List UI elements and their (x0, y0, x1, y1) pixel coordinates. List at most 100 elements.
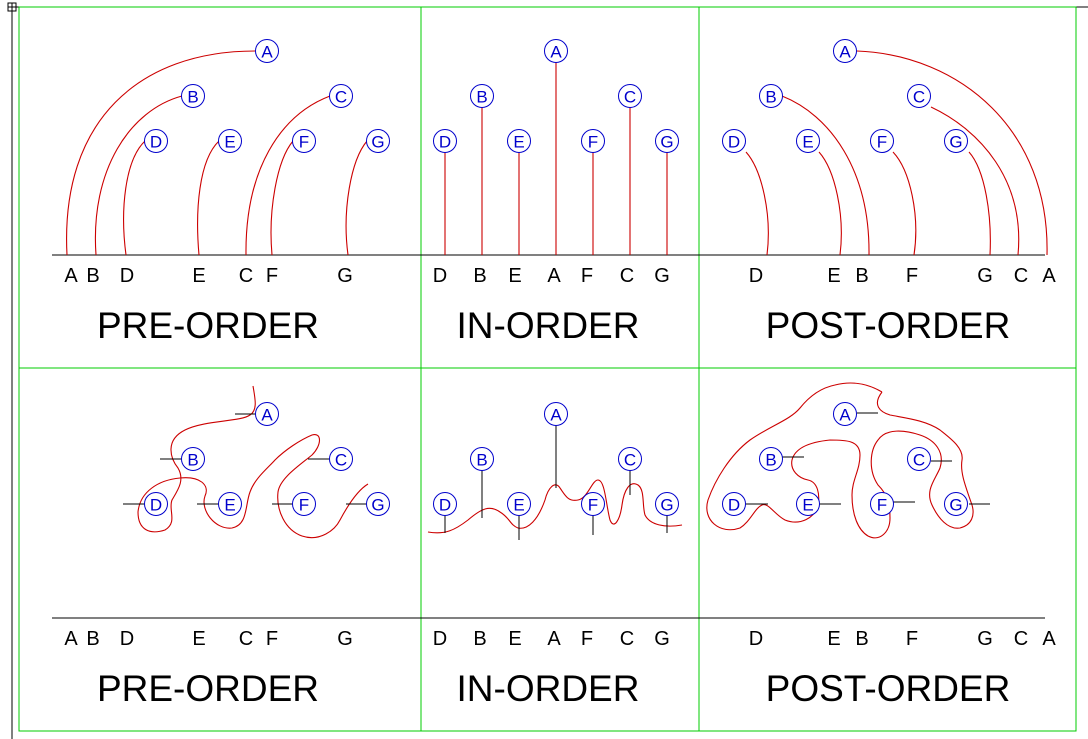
tree-node-c: C (907, 447, 931, 471)
node-circle (833, 402, 857, 426)
traversal-contour (706, 382, 974, 539)
node-circle (796, 129, 820, 153)
tree-node-a: A (255, 39, 279, 63)
sequence-label: F (906, 265, 918, 287)
sequence-label: B (86, 628, 99, 650)
sequence-label: C (239, 265, 253, 287)
ticks-layer (123, 412, 990, 540)
node-label: G (660, 496, 673, 515)
tree-node-b: B (470, 84, 494, 108)
sequence-label: A (547, 265, 561, 287)
tree-node-g: G (655, 492, 679, 516)
traversal-curve (856, 50, 1048, 256)
tree-node-b: B (470, 447, 494, 471)
tree-node-d: D (722, 492, 746, 516)
node-label: A (261, 43, 273, 62)
node-label: G (371, 133, 384, 152)
sequence-label: D (120, 628, 134, 650)
node-label: D (439, 496, 451, 515)
tree-node-e: E (507, 129, 531, 153)
node-label: F (877, 496, 887, 515)
panel-title: POST-ORDER (766, 305, 1011, 346)
node-circle (433, 129, 457, 153)
tree-node-d: D (144, 492, 168, 516)
tree-node-d: D (433, 129, 457, 153)
node-label: D (728, 496, 740, 515)
node-circle (618, 447, 642, 471)
node-circle (722, 129, 746, 153)
panel-title: PRE-ORDER (97, 305, 319, 346)
sequence-label: A (547, 628, 561, 650)
traversal-curve (892, 151, 917, 256)
sequence-label: E (827, 628, 840, 650)
node-label: F (588, 496, 598, 515)
sequence-label: E (827, 265, 840, 287)
node-circle (292, 129, 316, 153)
node-label: E (802, 496, 813, 515)
panel-title: IN-ORDER (457, 305, 640, 346)
sequence-label: D (433, 265, 447, 287)
node-circle (366, 492, 390, 516)
tree-node-a: A (833, 402, 857, 426)
node-circle (144, 129, 168, 153)
node-circle (544, 39, 568, 63)
node-circle (870, 492, 894, 516)
node-circle (944, 492, 968, 516)
tree-node-g: G (366, 492, 390, 516)
node-circle (255, 402, 279, 426)
node-circle (292, 492, 316, 516)
tree-node-a: A (833, 39, 857, 63)
node-circle (722, 492, 746, 516)
traversal-curve (818, 151, 842, 256)
node-label: D (439, 133, 451, 152)
node-label: D (728, 133, 740, 152)
node-label: E (224, 133, 235, 152)
tree-node-c: C (618, 447, 642, 471)
traversal-contour (137, 385, 369, 538)
sequence-label: F (581, 265, 593, 287)
node-label: C (335, 451, 347, 470)
sequence-label: D (749, 628, 763, 650)
tree-node-d: D (722, 129, 746, 153)
node-label: B (187, 88, 198, 107)
sequence-label: D (749, 265, 763, 287)
tree-node-a: A (255, 402, 279, 426)
node-label: D (150, 133, 162, 152)
tree-node-e: E (507, 492, 531, 516)
node-circle (181, 84, 205, 108)
node-label: F (299, 496, 309, 515)
sequence-label: G (337, 265, 353, 287)
sequence-label: E (508, 628, 521, 650)
node-circle (255, 39, 279, 63)
node-circle (218, 492, 242, 516)
sequence-label: C (1014, 265, 1028, 287)
tree-node-f: F (870, 492, 894, 516)
sequence-label: A (64, 265, 78, 287)
sequence-label: B (855, 628, 868, 650)
node-circle (796, 492, 820, 516)
tree-node-a: A (544, 402, 568, 426)
sequence-label: C (620, 628, 634, 650)
node-circle (507, 492, 531, 516)
traversal-curve (123, 140, 146, 256)
tree-node-a: A (544, 39, 568, 63)
node-circle (329, 84, 353, 108)
node-circle (366, 129, 390, 153)
node-label: F (877, 133, 887, 152)
node-circle (144, 492, 168, 516)
node-label: A (261, 406, 273, 425)
tree-node-c: C (618, 84, 642, 108)
node-label: E (513, 133, 524, 152)
node-label: E (513, 496, 524, 515)
traversal-curve (245, 95, 331, 256)
node-circle (655, 492, 679, 516)
panel-grid (18, 6, 1077, 732)
node-label: G (949, 496, 962, 515)
tree-node-e: E (796, 129, 820, 153)
traversal-curve (94, 95, 183, 256)
node-label: B (476, 88, 487, 107)
